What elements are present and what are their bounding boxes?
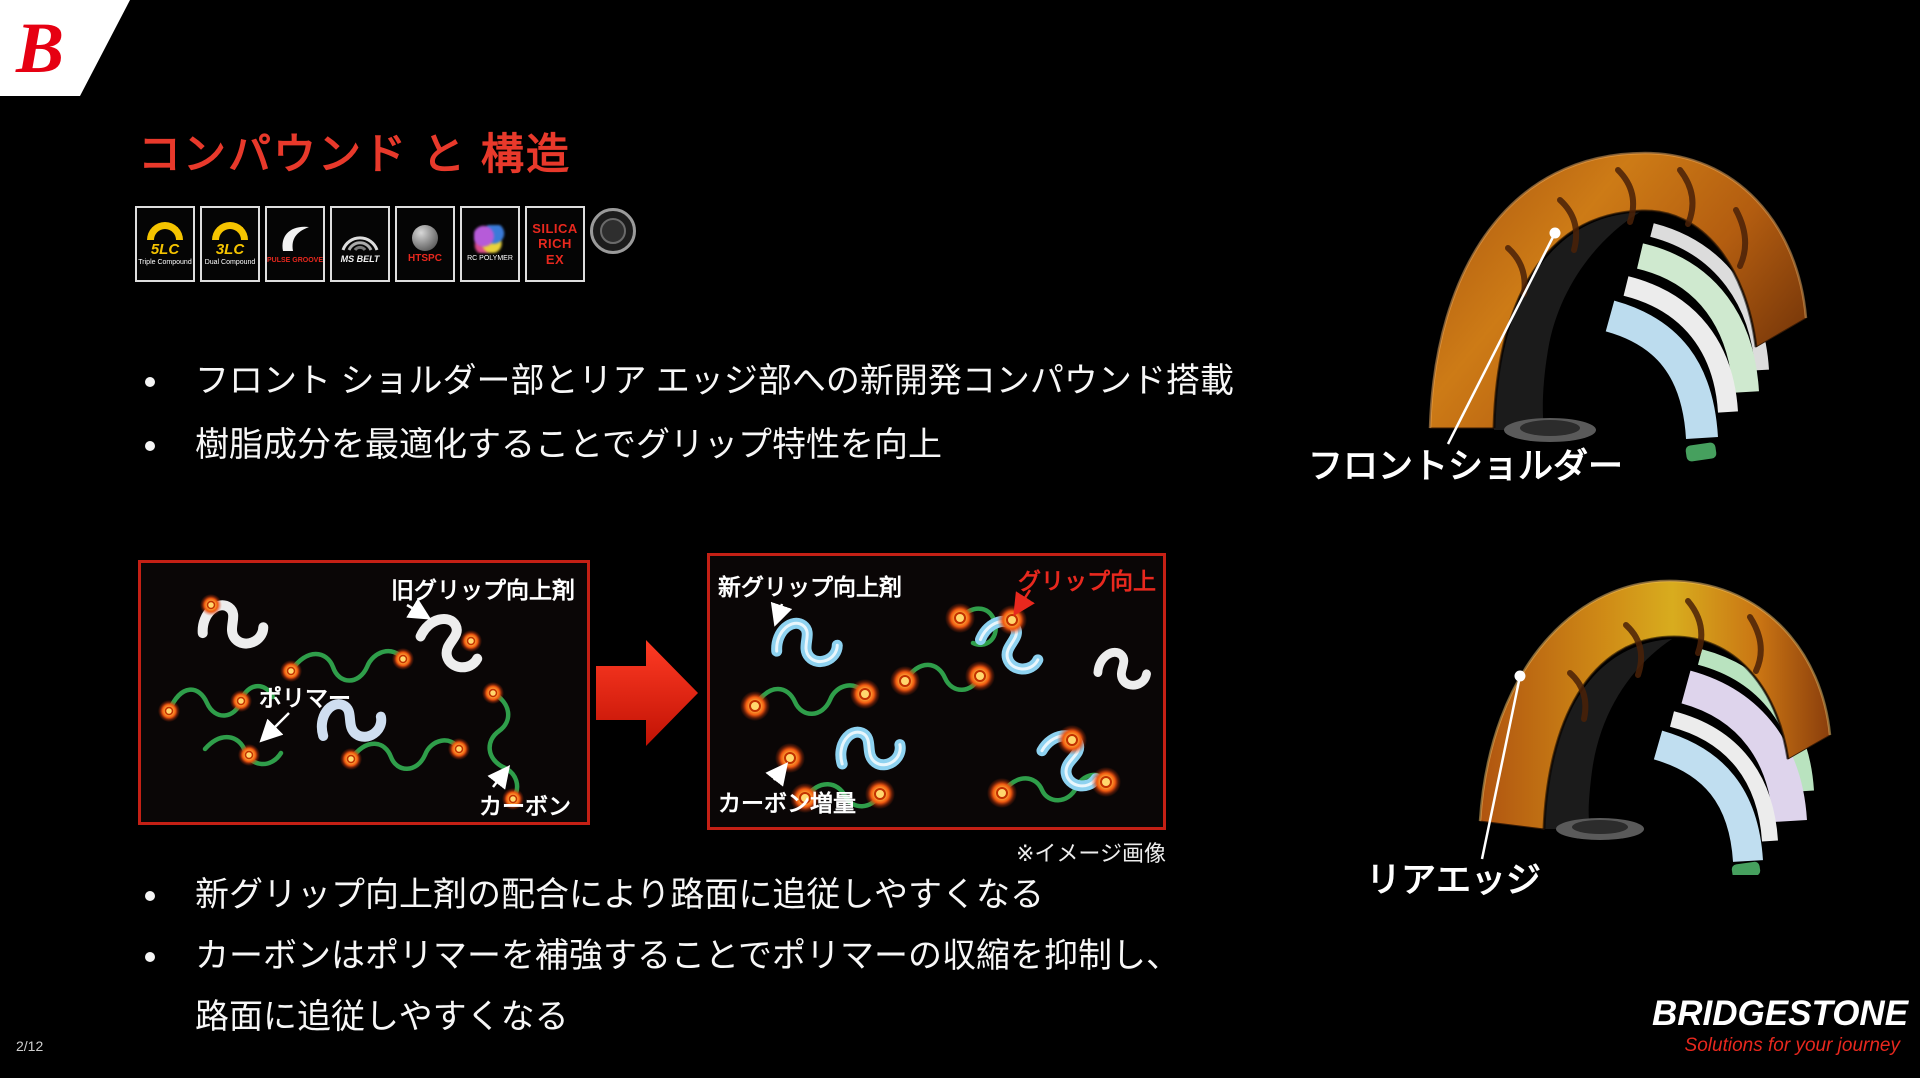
roundel-center-icon: [600, 218, 626, 244]
transform-arrow-icon: [596, 640, 698, 746]
grip-up-label: グリップ向上: [1018, 568, 1156, 594]
old-grip-agent-label: 旧グリップ向上剤: [391, 577, 575, 603]
badge-3lc-label: 3LC: [215, 240, 245, 258]
bullet-dot-icon: [145, 891, 155, 901]
bridgestone-wordmark: BRIDGESTONE Solutions for your journey: [1652, 994, 1909, 1056]
bridgestone-b-logo: B: [0, 0, 130, 96]
brand-name: BRIDGESTONE: [1652, 994, 1909, 1033]
polymer-art-before: [158, 594, 524, 810]
badge-pulse-groove: PULSE GROOVE: [265, 206, 325, 282]
badge-htspc: HTSPC: [395, 206, 455, 282]
polymer-label: ポリマー: [259, 685, 351, 711]
belt-arcs-icon: [341, 236, 379, 252]
badge-silica-line3: EX: [545, 251, 565, 267]
new-grip-agent-label: 新グリップ向上剤: [718, 574, 902, 600]
groove-leaf-icon: [282, 226, 309, 252]
badge-pulse-groove-label: PULSE GROOVE: [267, 257, 324, 265]
roundel-badge: [590, 208, 636, 254]
badge-htspc-label: HTSPC: [408, 252, 442, 264]
logo-flag-shape: [0, 0, 130, 96]
badge-3lc-sub: Dual Compound: [204, 258, 256, 266]
badge-5lc: 5LC Triple Compound: [135, 206, 195, 282]
bullet-continuation-text: 路面に追従しやすくなる: [195, 998, 569, 1036]
carbon-label: カーボン: [479, 793, 571, 819]
front-shoulder-label: フロントショルダー: [1308, 447, 1624, 486]
compound-diagram-after: 新グリップ向上剤 グリップ向上 カーボン増量: [707, 553, 1166, 830]
bullet-text: 新グリップ向上剤の配合により路面に追従しやすくなる: [195, 876, 1044, 914]
carbon-dots-increased: [740, 603, 1121, 813]
badge-silica-line2: RICH: [538, 236, 572, 252]
bullet-dot-icon: [145, 441, 155, 451]
rear-tire-image: [1478, 579, 1832, 875]
badge-silica-line1: SILICA: [532, 220, 578, 236]
polymer-art-after: [740, 589, 1151, 813]
badge-5lc-sub: Triple Compound: [138, 258, 192, 266]
bullet-item: カーボンはポリマーを補強することでポリマーの収縮を抑制し、: [145, 935, 1180, 978]
bullet-item: フロント ショルダー部とリア エッジ部への新開発コンパウンド搭載: [145, 360, 1234, 403]
carbon-increase-label: カーボン増量: [718, 790, 856, 816]
bullet-dot-icon: [145, 952, 155, 962]
technology-badges: 5LC Triple Compound 3LC Dual Compound PU…: [135, 206, 636, 282]
badge-ms-belt: MS BELT: [330, 206, 390, 282]
badge-ms-belt-label: MS BELT: [340, 254, 380, 264]
polymer-swirl-icon: [474, 225, 506, 254]
bullet-text: カーボンはポリマーを補強することでポリマーの収縮を抑制し、: [195, 937, 1180, 975]
rear-edge-label: リアエッジ: [1366, 861, 1542, 900]
image-disclaimer-caption: ※イメージ画像: [1016, 841, 1166, 866]
compound-arc-icon: [212, 221, 248, 240]
badge-silica-rich-ex: SILICA RICH EX: [525, 206, 585, 282]
compound-arc-icon: [147, 221, 183, 240]
brand-tagline: Solutions for your journey: [1684, 1035, 1900, 1056]
bullet-item: 新グリップ向上剤の配合により路面に追従しやすくなる: [145, 874, 1044, 917]
page-number: 2/12: [16, 1038, 44, 1054]
bullet-item: 樹脂成分を最適化することでグリップ特性を向上: [145, 424, 942, 467]
carbon-dots: [158, 594, 524, 810]
badge-rc-polymer-label: RC POLYMER: [467, 255, 513, 263]
bullet-dot-icon: [145, 377, 155, 387]
badge-3lc: 3LC Dual Compound: [200, 206, 260, 282]
badge-5lc-label: 5LC: [150, 240, 180, 258]
bullet-text: フロント ショルダー部とリア エッジ部への新開発コンパウンド搭載: [195, 362, 1234, 400]
front-tire-image: [1428, 151, 1808, 462]
bridgestone-b-icon: B: [15, 8, 64, 88]
badge-rc-polymer: RC POLYMER: [460, 206, 520, 282]
compound-diagram-before: 旧グリップ向上剤 ポリマー カーボン: [138, 560, 590, 825]
page-title: コンパウンド と 構造: [138, 131, 571, 179]
spiral-cord-icon: [412, 224, 438, 251]
bullet-text: 樹脂成分を最適化することでグリップ特性を向上: [195, 426, 942, 464]
